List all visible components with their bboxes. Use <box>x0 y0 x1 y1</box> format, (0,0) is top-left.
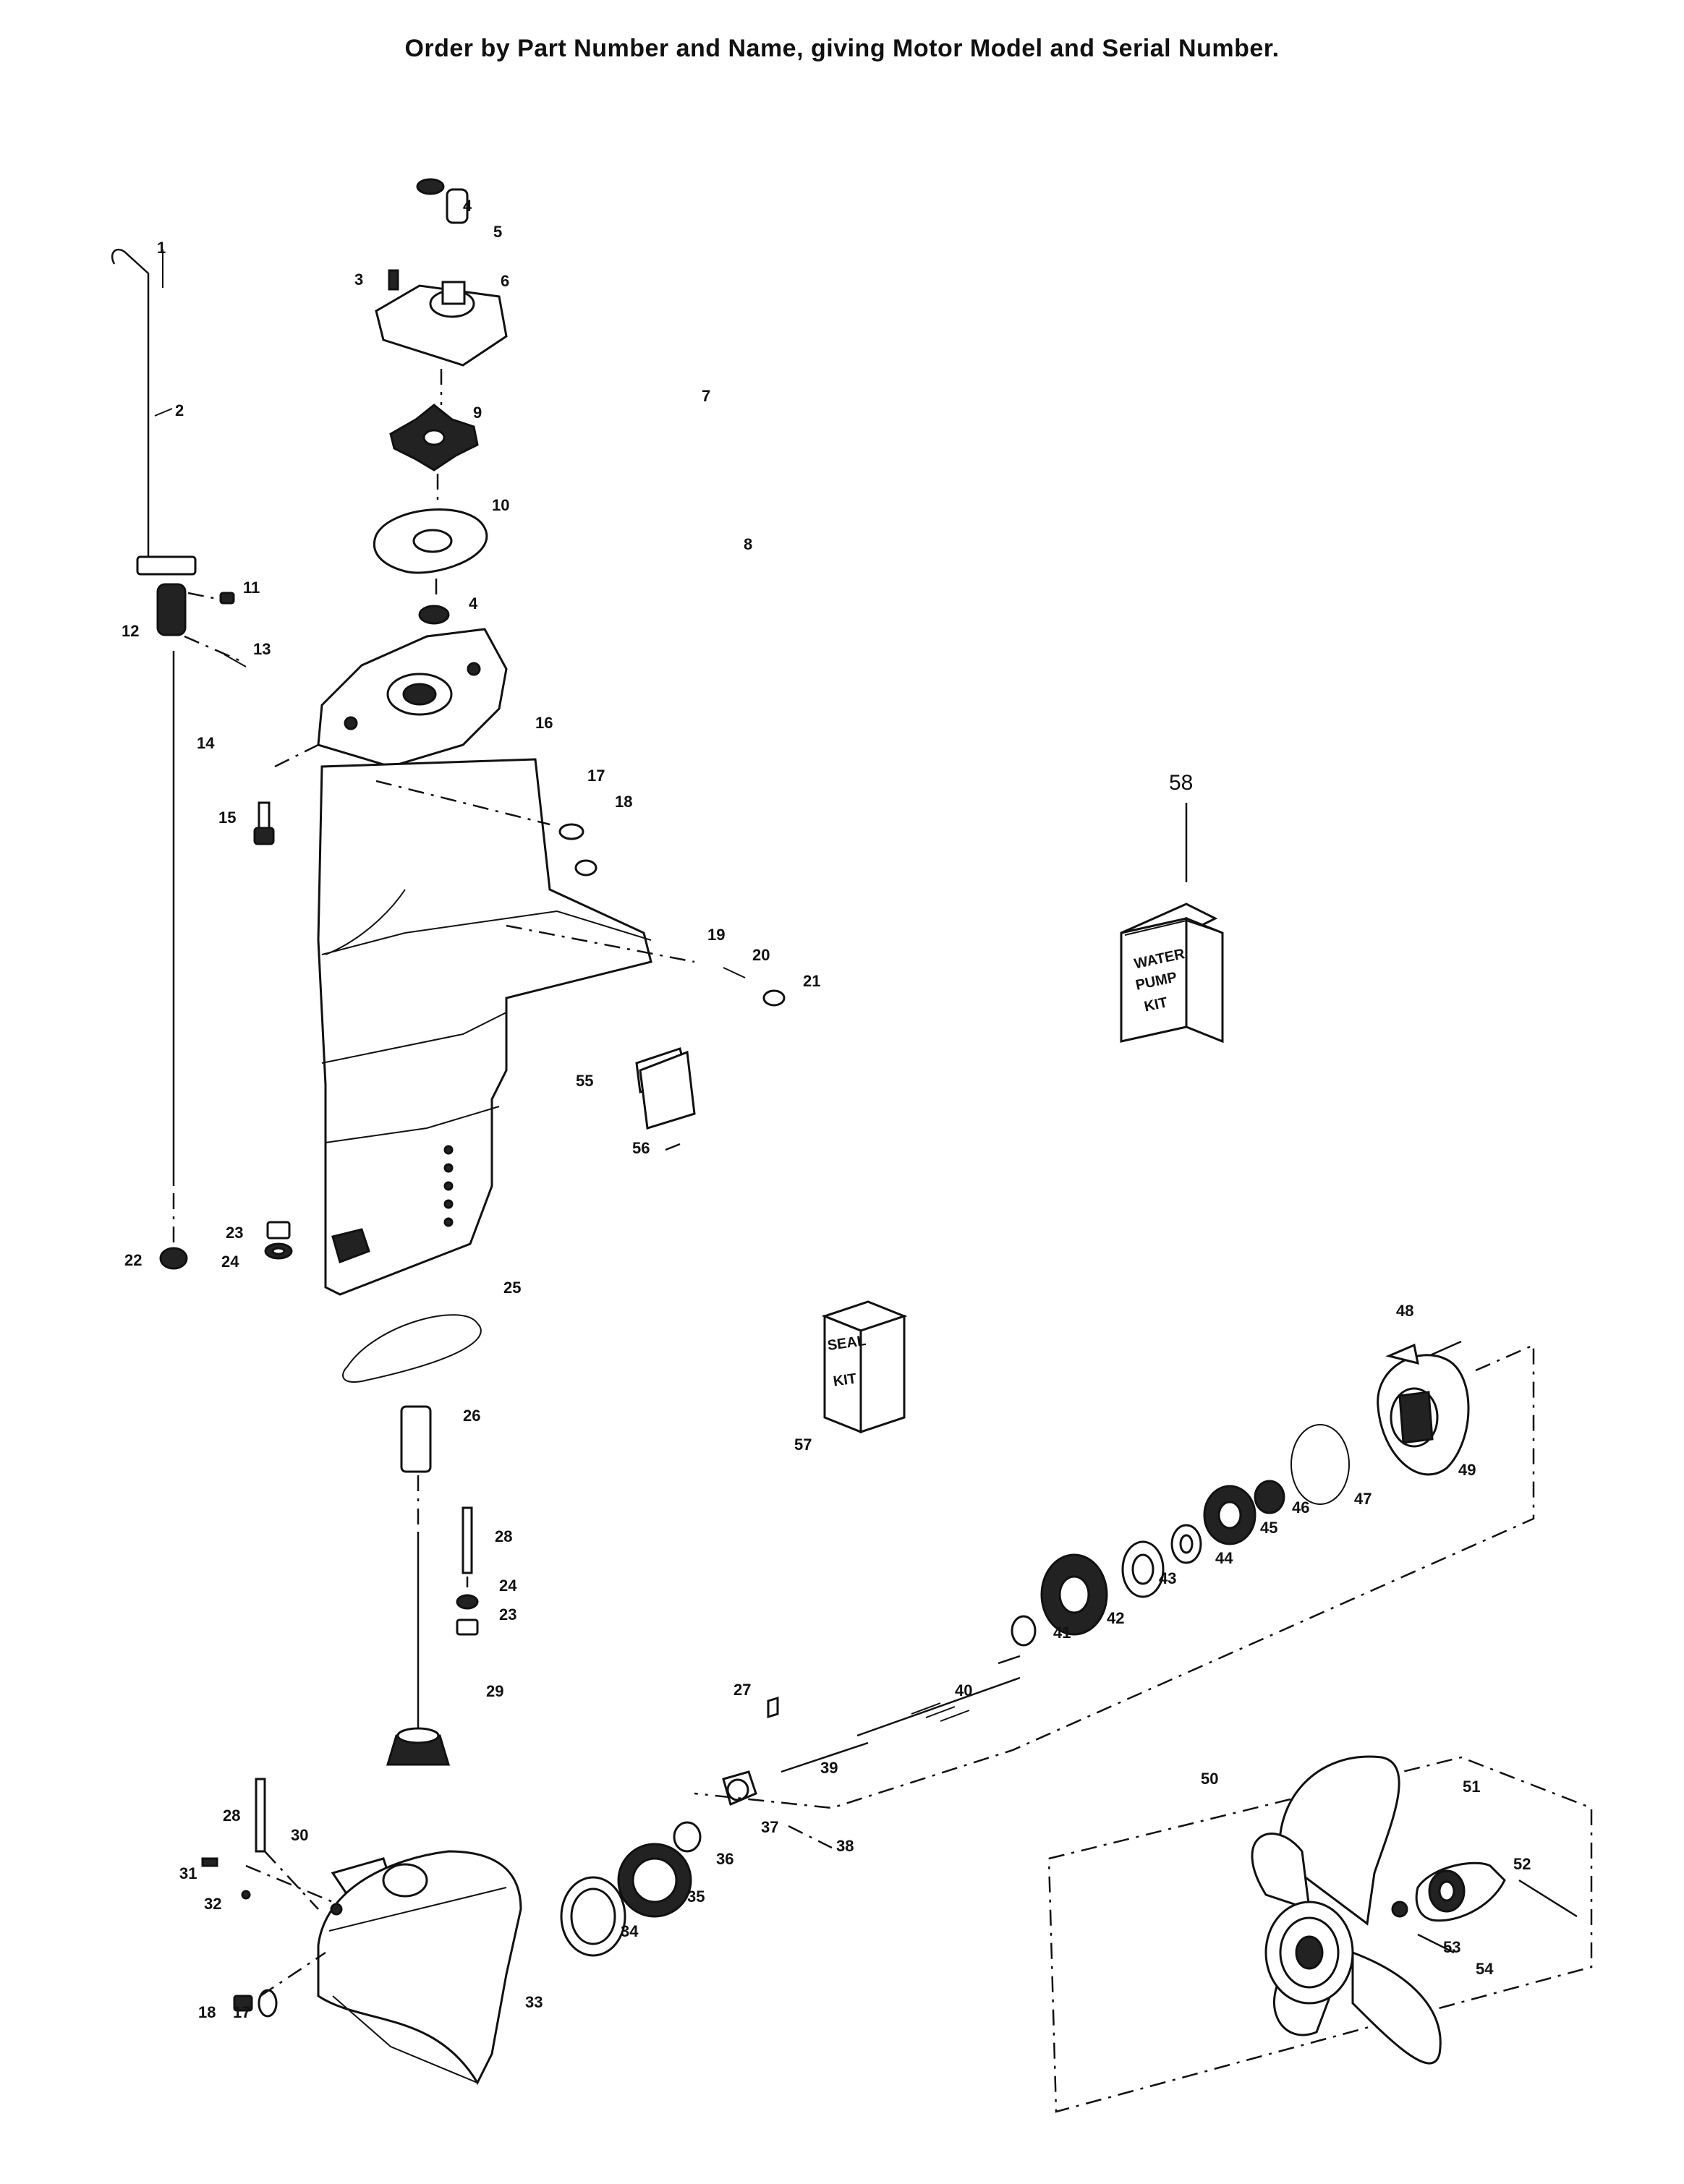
callout-56: 56 <box>632 1139 650 1157</box>
water-pump-assembly <box>373 178 508 625</box>
callout-22: 22 <box>124 1251 142 1269</box>
drive-shaft-parts <box>386 1405 479 1766</box>
callout-28b: 28 <box>223 1807 240 1825</box>
callout-21: 21 <box>803 972 820 990</box>
callout-18a: 18 <box>615 793 632 811</box>
callout-5: 5 <box>493 223 502 241</box>
callout-23b: 23 <box>499 1605 516 1624</box>
callout-8: 8 <box>744 535 752 553</box>
callout-17a: 17 <box>587 767 605 785</box>
callout-40: 40 <box>955 1681 972 1699</box>
callout-25: 25 <box>503 1279 521 1297</box>
callout-38: 38 <box>836 1837 854 1855</box>
callout-29: 29 <box>486 1682 503 1700</box>
callout-43: 43 <box>1159 1569 1176 1587</box>
callout-33: 33 <box>525 1993 543 2011</box>
callout-55: 55 <box>576 1072 593 1090</box>
callout-45: 45 <box>1260 1519 1277 1537</box>
exhaust-cover <box>635 1047 696 1151</box>
callout-57: 57 <box>794 1436 812 1454</box>
callout-58: 58 <box>1169 771 1193 795</box>
callout-44: 44 <box>1215 1549 1233 1567</box>
callout-46: 46 <box>1292 1498 1309 1517</box>
callout-51: 51 <box>1463 1778 1480 1796</box>
page-header: Order by Part Number and Name, giving Mo… <box>404 35 1280 62</box>
callout-48: 48 <box>1396 1302 1413 1320</box>
callout-52: 52 <box>1513 1855 1531 1873</box>
callout-53: 53 <box>1443 1938 1460 1956</box>
callout-12: 12 <box>122 622 139 640</box>
callout-28a: 28 <box>495 1527 512 1545</box>
housing-fasteners <box>253 801 786 1007</box>
callout-11: 11 <box>243 579 260 597</box>
callout-10: 10 <box>492 496 509 514</box>
callout-2: 2 <box>175 401 184 419</box>
callout-42: 42 <box>1107 1609 1124 1627</box>
callout-3: 3 <box>354 270 363 289</box>
propeller-assembly <box>1047 1755 1593 2113</box>
callout-17b: 17 <box>233 2003 250 2021</box>
callout-35: 35 <box>687 1887 705 1906</box>
callout-50: 50 <box>1201 1770 1218 1788</box>
housing-gasket <box>342 1314 482 1383</box>
callout-34: 34 <box>621 1922 639 1940</box>
callout-7: 7 <box>702 387 710 405</box>
seal-kit <box>821 1300 908 1434</box>
callout-labels: 1 2 3 4 5 6 7 8 9 10 11 12 13 4 14 16 15… <box>122 197 1531 2021</box>
callout-19: 19 <box>707 926 725 944</box>
callout-6: 6 <box>501 272 509 290</box>
shift-rod-assembly <box>111 248 247 1270</box>
bearing-carrier <box>694 1340 1535 1809</box>
callout-32: 32 <box>204 1895 221 1913</box>
callout-54: 54 <box>1476 1960 1494 1978</box>
callout-31: 31 <box>179 1864 197 1882</box>
driveshaft-housing <box>274 628 695 1296</box>
callout-1: 1 <box>157 239 166 257</box>
callout-26: 26 <box>463 1407 480 1425</box>
callout-37: 37 <box>761 1818 778 1836</box>
callout-41: 41 <box>1053 1624 1071 1642</box>
callout-36: 36 <box>716 1850 733 1868</box>
callout-16: 16 <box>535 714 553 732</box>
callout-4b: 4 <box>469 594 478 613</box>
callout-13: 13 <box>253 640 271 658</box>
callout-24a: 24 <box>221 1253 239 1271</box>
callout-14: 14 <box>197 734 215 752</box>
callout-20: 20 <box>752 946 770 964</box>
nut-washer-upper <box>264 1221 293 1260</box>
callout-27: 27 <box>733 1681 751 1699</box>
seal-kit-line2: KIT <box>832 1370 857 1389</box>
callout-23a: 23 <box>226 1224 243 1242</box>
gearcase <box>201 1778 522 2086</box>
callout-24b: 24 <box>499 1577 517 1595</box>
callout-18b: 18 <box>198 2003 216 2021</box>
callout-9: 9 <box>473 404 482 422</box>
propeller-shaft-gear-train <box>560 1424 1350 1957</box>
callout-39: 39 <box>820 1759 838 1777</box>
callout-49: 49 <box>1458 1461 1476 1479</box>
callout-30: 30 <box>291 1826 308 1844</box>
callout-47: 47 <box>1354 1490 1372 1508</box>
callout-15: 15 <box>218 809 236 827</box>
water-pump-kit <box>1120 803 1224 1044</box>
callout-4a: 4 <box>463 197 472 215</box>
